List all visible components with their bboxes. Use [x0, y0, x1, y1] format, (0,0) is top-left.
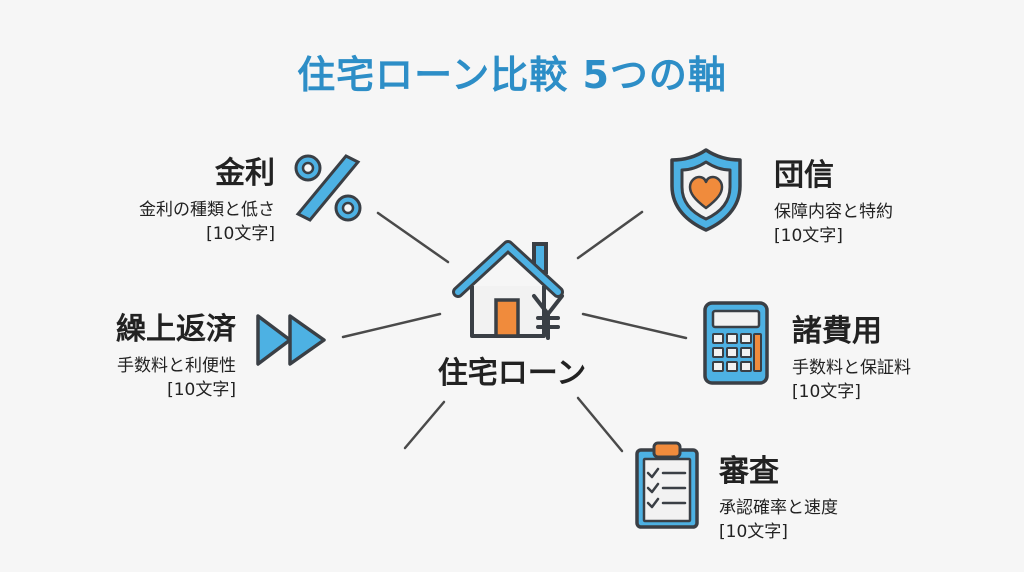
axis-kinri: 金利 金利の種類と低さ [10文字] [60, 156, 275, 246]
axis-kinri-note: [10文字] [206, 224, 275, 244]
connector-line-empty [403, 400, 446, 450]
connector-line-danshin [576, 210, 644, 260]
axis-shohiyo: 諸費用 手数料と保証料 [10文字] [792, 314, 1002, 404]
axis-danshin-desc: 保障内容と特約 [774, 202, 893, 222]
axis-danshin-title: 団信 [774, 158, 834, 193]
fast-forward-icon [256, 314, 326, 366]
percent-icon [294, 154, 362, 222]
axis-shinsa: 審査 承認確率と速度 [10文字] [719, 454, 949, 544]
axis-kuriage-desc: 手数料と利便性 [117, 356, 236, 376]
page-title: 住宅ローン比較 5つの軸 [297, 53, 727, 97]
calculator-icon [703, 301, 769, 385]
clipboard-checklist-icon [635, 441, 699, 529]
connector-line-shohiyo [581, 312, 688, 340]
axis-kuriage: 繰上返済 手数料と利便性 [10文字] [40, 312, 236, 402]
house-yen-icon [452, 240, 564, 340]
axis-kinri-title: 金利 [215, 156, 275, 191]
axis-danshin: 団信 保障内容と特約 [10文字] [774, 158, 994, 248]
connector-line-kuriage [341, 312, 442, 339]
axis-kinri-desc: 金利の種類と低さ [139, 200, 275, 220]
axis-shinsa-title: 審査 [719, 454, 779, 489]
axis-kuriage-title: 繰上返済 [116, 312, 236, 347]
axis-shinsa-desc: 承認確率と速度 [719, 498, 838, 518]
connector-line-kinri [376, 211, 450, 264]
axis-danshin-note: [10文字] [774, 226, 843, 246]
hub-label: 住宅ローン [437, 356, 587, 391]
axis-shinsa-note: [10文字] [719, 522, 788, 542]
axis-shohiyo-title: 諸費用 [792, 314, 882, 349]
axis-kuriage-note: [10文字] [167, 380, 236, 400]
axis-shohiyo-desc: 手数料と保証料 [792, 358, 911, 378]
connector-line-shinsa [576, 396, 624, 453]
axis-shohiyo-note: [10文字] [792, 382, 861, 402]
shield-heart-icon [670, 148, 742, 232]
